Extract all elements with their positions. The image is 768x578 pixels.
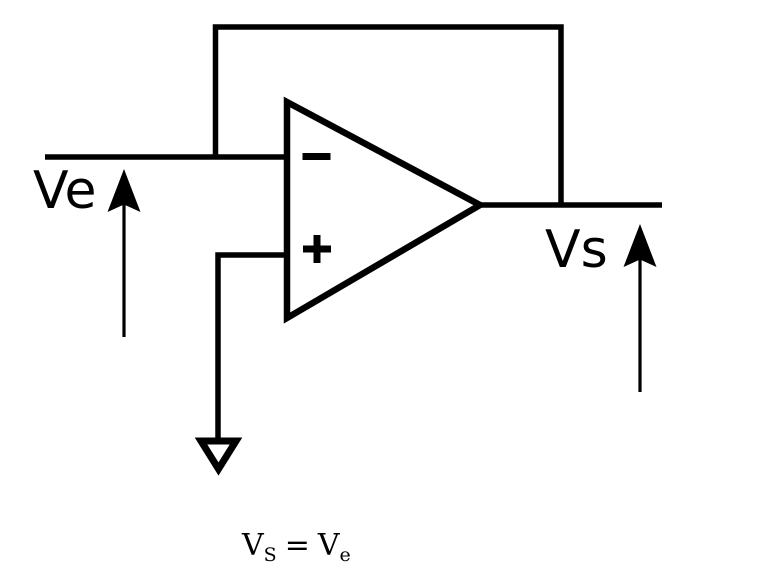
formula-rhs-sub: e <box>339 544 351 566</box>
formula: VS=Ve <box>242 528 351 565</box>
formula-lhs-sub: S <box>263 544 277 566</box>
formula-rhs-base: V <box>317 528 340 563</box>
input-voltage-label: Ve <box>33 161 97 221</box>
op-amp-triangle <box>283 96 487 324</box>
ground-arrow-down-icon <box>194 437 243 476</box>
output-voltage-arrow-up-icon <box>623 224 657 392</box>
formula-lhs-base: V <box>242 528 264 563</box>
plus-icon <box>303 235 331 263</box>
input-voltage-arrow-up-icon <box>107 169 141 337</box>
formula-equals: = <box>284 528 310 563</box>
output-voltage-label: Vs <box>545 220 608 280</box>
feedback-wire <box>212 24 564 205</box>
ground-wire <box>215 252 291 444</box>
